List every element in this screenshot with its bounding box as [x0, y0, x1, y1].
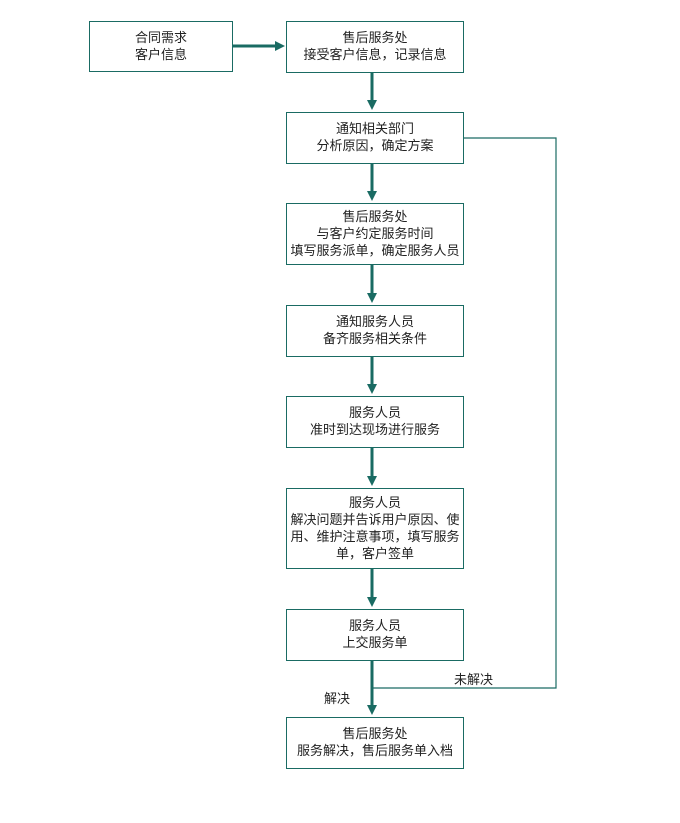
node-line: 用、维护注意事项，填写服务 [290, 529, 460, 545]
node-line: 接受客户信息，记录信息 [303, 48, 447, 63]
node-line: 上交服务单 [342, 636, 408, 651]
node-contract: 合同需求客户信息 [89, 21, 233, 72]
node-line: 服务解决，售后服务单入档 [296, 744, 453, 759]
node-notify-dept: 通知相关部门分析原因，确定方案 [286, 112, 464, 164]
node-line: 通知服务人员 [335, 315, 414, 330]
node-line: 通知相关部门 [335, 122, 414, 137]
node-aftersales-receive: 售后服务处接受客户信息，记录信息 [286, 21, 464, 73]
node-line: 服务人员 [348, 495, 401, 511]
edge-label-unresolved: 未解决 [454, 673, 494, 688]
unresolved-loop-line [372, 137, 557, 689]
node-notify-staff: 通知服务人员备齐服务相关条件 [286, 305, 464, 357]
node-line: 客户信息 [134, 47, 187, 63]
node-line: 售后服务处 [342, 209, 408, 225]
node-line: 合同需求 [134, 30, 187, 46]
node-line: 服务人员 [348, 619, 401, 634]
node-line: 填写服务派单，确定服务人员 [290, 243, 460, 259]
node-staff-submit: 服务人员上交服务单 [286, 609, 464, 661]
node-line: 备齐服务相关条件 [322, 332, 427, 347]
node-line: 售后服务处 [342, 727, 408, 742]
node-staff-resolve: 服务人员解决问题并告诉用户原因、使用、维护注意事项，填写服务单，客户签单 [286, 488, 464, 569]
node-line: 服务人员 [348, 406, 401, 421]
node-line: 解决问题并告诉用户原因、使 [290, 512, 460, 528]
node-staff-arrive: 服务人员准时到达现场进行服务 [286, 396, 464, 448]
edge-label-resolved: 解决 [324, 692, 351, 707]
node-line: 与客户约定服务时间 [316, 226, 434, 242]
node-line: 售后服务处 [342, 31, 408, 46]
node-line: 准时到达现场进行服务 [309, 423, 440, 438]
node-aftersales-archive: 售后服务处服务解决，售后服务单入档 [286, 717, 464, 769]
node-line: 单，客户签单 [335, 546, 414, 562]
node-line: 分析原因，确定方案 [316, 139, 434, 154]
node-aftersales-schedule: 售后服务处与客户约定服务时间填写服务派单，确定服务人员 [286, 203, 464, 265]
